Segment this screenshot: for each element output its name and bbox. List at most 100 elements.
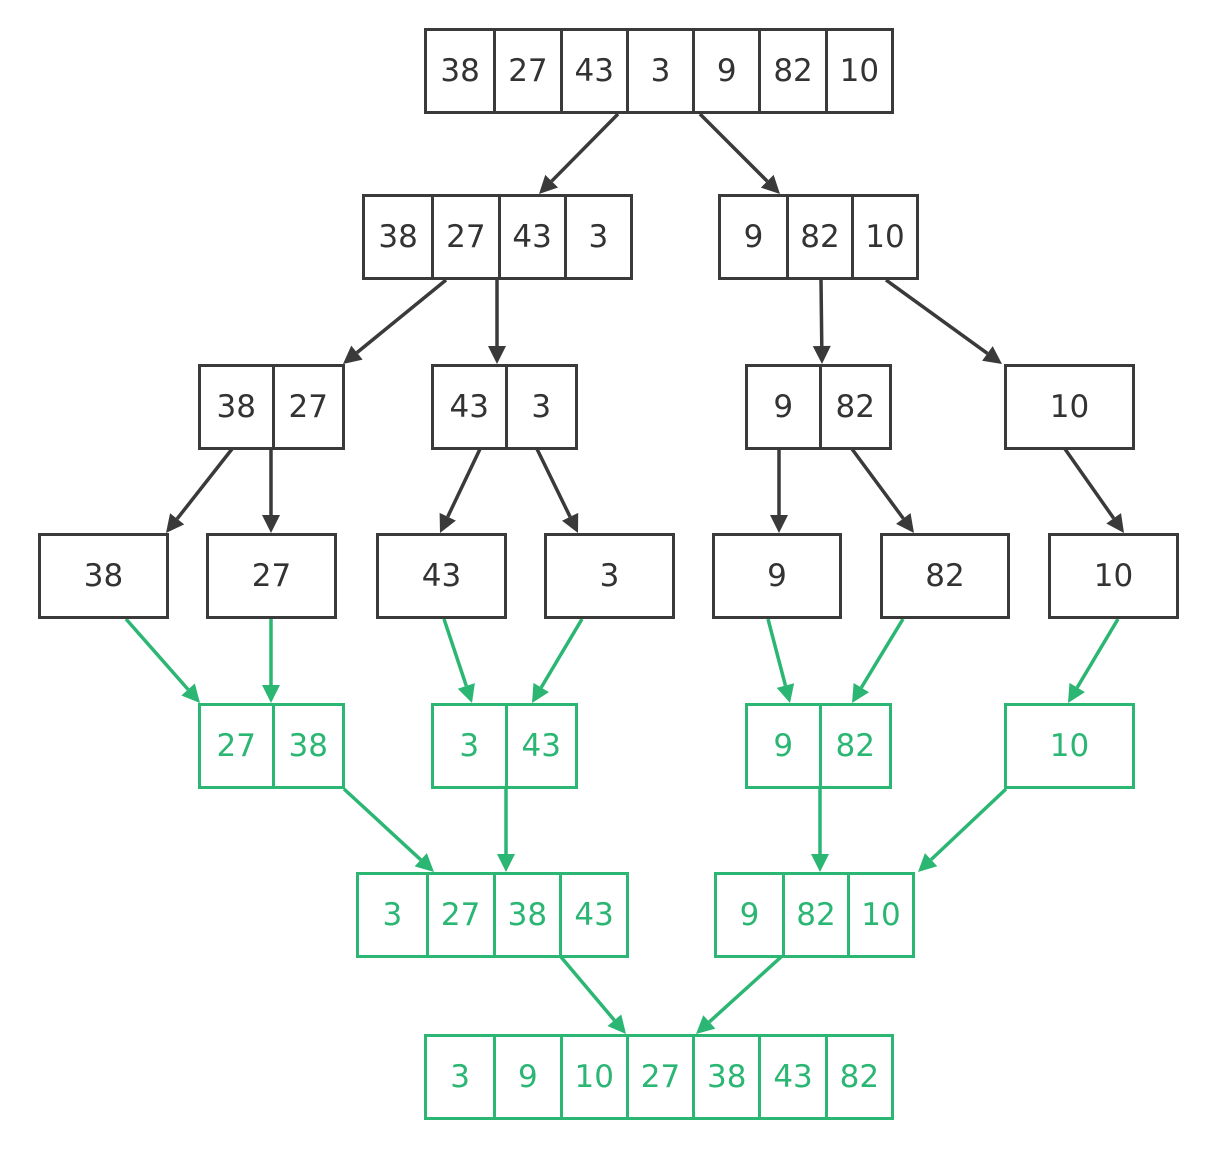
split-arrow-a1-to-a3 [343,278,448,364]
split-arrow-a2-to-a5 [812,279,831,364]
array-cell: 27 [251,558,292,594]
split-arrow-a4-to-a9 [439,448,482,533]
array-cell: 9 [773,389,794,425]
array-cell: 3 [625,31,692,111]
array-cell: 3 [382,897,403,933]
merge-arrow-a13-to-a17 [1068,618,1120,703]
array-cell: 3 [450,1059,470,1095]
array-cell: 27 [425,875,493,955]
arrow-shaft [124,617,190,691]
arrow-head [811,854,829,872]
arrow-shaft [355,278,448,354]
array-cell: 27 [216,728,256,764]
split-arrow-a2-to-a6 [884,278,1002,364]
split-arrow-a1-to-a4 [488,280,506,364]
array-cell: 9 [767,558,787,594]
array-cell: 27 [431,197,497,277]
arrow-head [262,515,280,533]
arrow-head [696,1015,716,1034]
split-arrow-a0-to-a1 [539,112,620,194]
array-cell: 43 [421,558,462,594]
array-cell: 9 [493,1037,559,1117]
arrow-shaft [550,112,620,183]
merge-arrow-a18-to-a20 [559,955,626,1034]
arrow-head [166,513,185,533]
arrow-shaft [342,787,422,862]
split-arrow-a0-to-a2 [698,112,780,194]
merge-arrow-a11-to-a16 [766,618,795,703]
arrow-shaft [1063,447,1116,520]
array-cell: 27 [625,1037,692,1117]
arrow-shaft [708,955,783,1024]
merged-array-a17: 10 [1004,703,1135,789]
array-cell: 38 [271,706,343,786]
array-cell: 3 [504,367,576,447]
arrow-shaft [446,448,482,518]
arrow-head [918,853,938,872]
arrow-head [414,853,434,872]
array-cell: 82 [925,558,965,594]
array-cell: 43 [497,197,564,277]
array-cell: 82 [781,875,847,955]
arrow-head [497,854,515,872]
arrow-shaft [884,278,989,355]
arrow-head [812,345,831,364]
split-arrow-a6-to-a13 [1063,447,1124,533]
arrow-head [776,683,795,703]
split-arrow-a4-to-a10 [535,448,579,533]
arrow-shaft [698,112,769,183]
arrow-shaft [859,618,905,689]
arrow-head [181,683,200,703]
array-cell: 43 [449,389,489,425]
array-cell: 82 [758,31,824,111]
array-cell: 10 [1093,558,1134,594]
merge-arrow-a9-to-a15 [442,618,475,703]
arrow-head [852,682,870,703]
split-array-a12: 82 [880,533,1010,619]
array-cell: 38 [492,875,560,955]
arrow-shaft [442,618,468,687]
merge-arrow-a10-to-a15 [532,618,584,703]
arrow-head [982,346,1002,364]
arrow-shaft [929,787,1008,861]
array-cell: 43 [559,31,626,111]
merged-array-a14: 27 38 [198,703,345,789]
array-cell: 3 [563,197,630,277]
arrow-shaft [819,279,824,347]
array-cell: 10 [1049,389,1090,425]
arrow-head [896,513,914,533]
arrow-head [760,174,780,194]
array-cell: 82 [818,706,890,786]
array-cell: 9 [739,897,760,933]
merge-arrow-a17-to-a19 [918,787,1008,872]
arrow-head [488,346,506,364]
array-cell: 10 [850,197,916,277]
split-arrow-a5-to-a11 [770,449,788,533]
merge-arrow-a7-to-a14 [124,617,200,703]
arrow-head [343,345,363,364]
arrow-shaft [535,448,572,518]
arrow-head [770,515,788,533]
merge-arrow-a15-to-a18 [497,789,515,872]
merge-arrow-a14-to-a18 [342,787,434,872]
arrow-head [439,512,456,533]
split-array-a10: 3 [544,533,675,619]
array-cell: 82 [785,197,851,277]
merge-arrow-a12-to-a16 [852,618,905,703]
split-array-a7: 38 [38,533,169,619]
array-cell: 82 [824,1037,891,1117]
split-array-a8: 27 [206,533,337,619]
array-cell: 27 [493,31,559,111]
array-cell: 10 [824,31,891,111]
array-cell: 38 [378,219,418,255]
array-cell: 27 [271,367,343,447]
arrow-shaft [539,618,584,689]
